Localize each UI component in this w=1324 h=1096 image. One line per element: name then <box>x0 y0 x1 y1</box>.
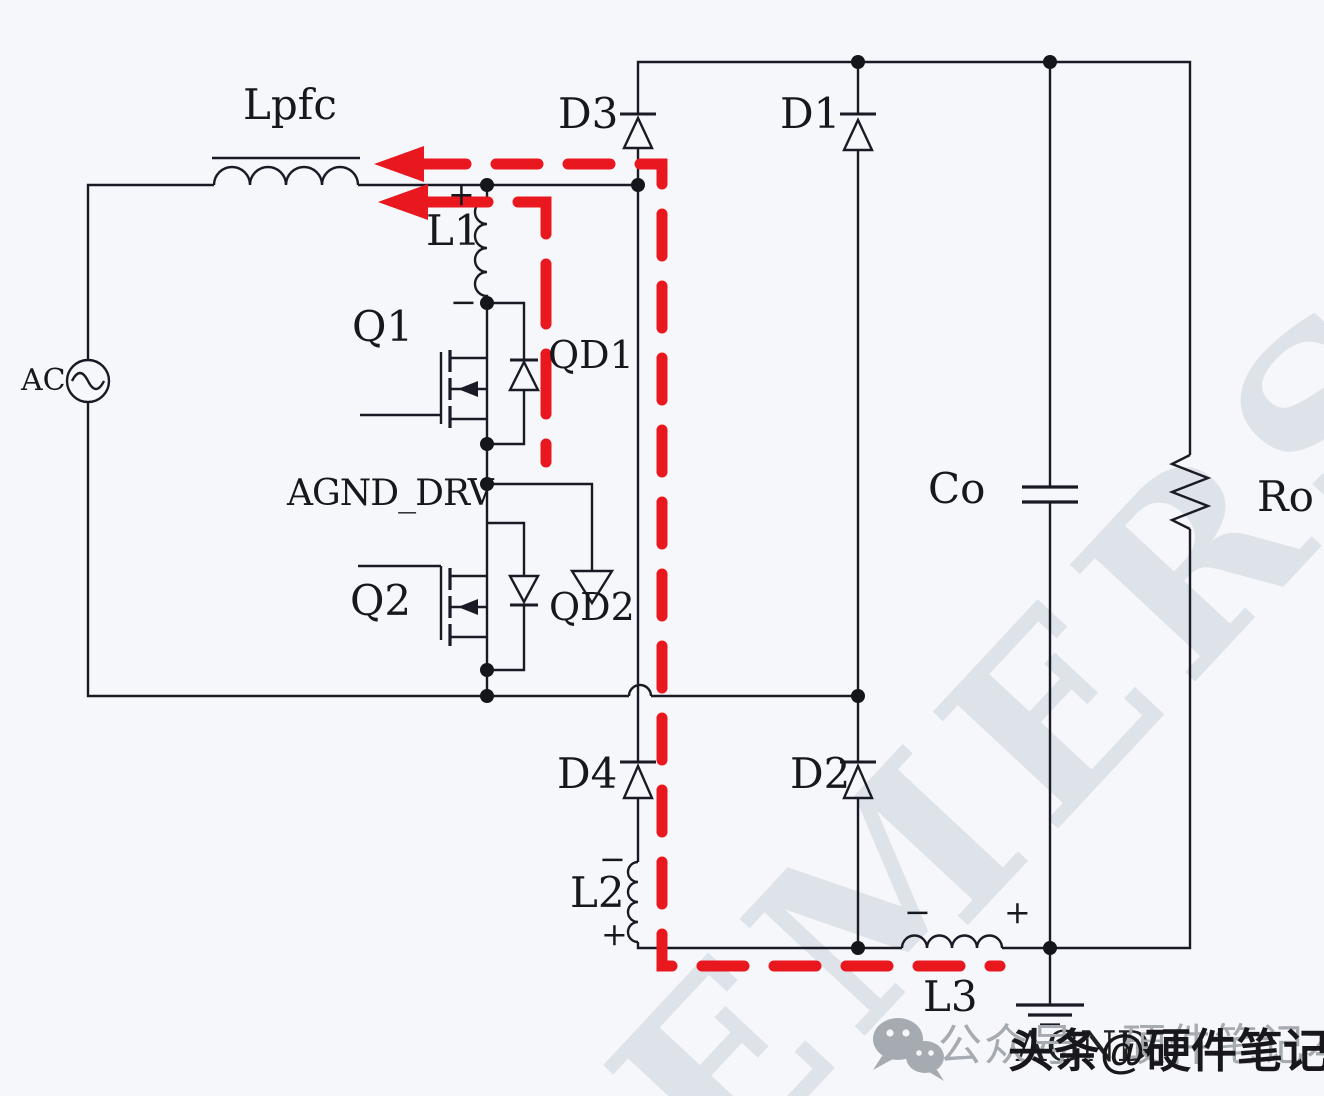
wire <box>86 402 629 698</box>
l2-symbol <box>626 860 639 944</box>
label-qd2: QD2 <box>549 585 635 629</box>
wire <box>86 183 214 360</box>
label-l3-plus: + <box>1004 893 1031 931</box>
d1-symbol <box>840 112 876 152</box>
red-current-path <box>374 146 1006 972</box>
label-agnd-drv: AGND_DRV <box>287 473 494 514</box>
label-l2: L2 <box>570 868 625 917</box>
label-d3: D3 <box>558 89 619 138</box>
lpfc-symbol <box>212 156 360 186</box>
wire-hop <box>627 683 653 697</box>
label-l2-minus: − <box>599 840 626 878</box>
label-l1: L1 <box>426 206 481 255</box>
label-q2: Q2 <box>350 576 412 625</box>
q2-symbol <box>358 564 487 646</box>
diode-triangle <box>508 359 540 392</box>
l1-symbol <box>473 185 489 303</box>
gray-watermark-text: 公众号：硬件笔记本 <box>938 1021 1324 1070</box>
current-loop-dashes <box>418 158 1006 972</box>
ro-symbol <box>1168 453 1212 531</box>
qd1-symbol <box>487 301 540 446</box>
label-d1: D1 <box>780 89 841 138</box>
wire <box>636 942 902 950</box>
wire <box>1002 529 1192 950</box>
diode-triangle <box>842 763 874 800</box>
diode-triangle <box>842 117 874 152</box>
label-q1: Q1 <box>352 302 414 351</box>
body-arrow-icon <box>458 381 478 397</box>
label-co: Co <box>928 464 986 513</box>
label-l1-minus: − <box>450 283 477 321</box>
label-d2: D2 <box>790 749 851 798</box>
red-arrow-left-lower-icon <box>378 184 428 220</box>
wechat-icon <box>873 1018 944 1081</box>
label-ro: Ro <box>1257 472 1314 521</box>
label-l2-plus: + <box>601 915 628 953</box>
ground-symbol <box>1016 1003 1084 1027</box>
co-symbol <box>1022 485 1078 504</box>
label-l3: L3 <box>923 972 978 1021</box>
black-watermark-text: 头条@硬件笔记本 <box>1008 1025 1324 1077</box>
label-l3-minus: − <box>904 893 931 931</box>
resistor-zigzag <box>1168 453 1212 531</box>
wire-network <box>86 60 1192 1005</box>
label-l1-plus: + <box>448 175 475 213</box>
label-lpfc: Lpfc <box>243 80 337 129</box>
d2-symbol <box>840 760 876 800</box>
current-branch-dashes <box>422 196 552 468</box>
diode-triangle <box>507 574 541 605</box>
label-agnd: AGND <box>1016 1022 1151 1071</box>
red-arrow-left-upper-icon <box>374 146 424 182</box>
q1-symbol <box>360 350 487 428</box>
label-qd1: QD1 <box>548 333 634 377</box>
ac-circle <box>65 358 111 404</box>
d3-symbol <box>620 112 656 150</box>
label-ac: AC <box>21 363 66 398</box>
label-d4: D4 <box>557 749 618 798</box>
wire <box>636 60 1192 455</box>
agnd-drv-arrow <box>569 569 615 606</box>
diode-triangle <box>622 115 654 150</box>
sine-wave-icon <box>70 371 106 391</box>
d4-symbol <box>620 760 656 800</box>
body-arrow-icon <box>458 599 478 615</box>
qd2-symbol <box>487 521 541 672</box>
wire <box>487 482 594 571</box>
l3-symbol <box>900 934 1004 949</box>
ground-arrow-icon <box>569 569 615 606</box>
diode-triangle <box>622 763 654 800</box>
junction-dots <box>480 55 1057 955</box>
ac-source-symbol <box>65 358 111 404</box>
